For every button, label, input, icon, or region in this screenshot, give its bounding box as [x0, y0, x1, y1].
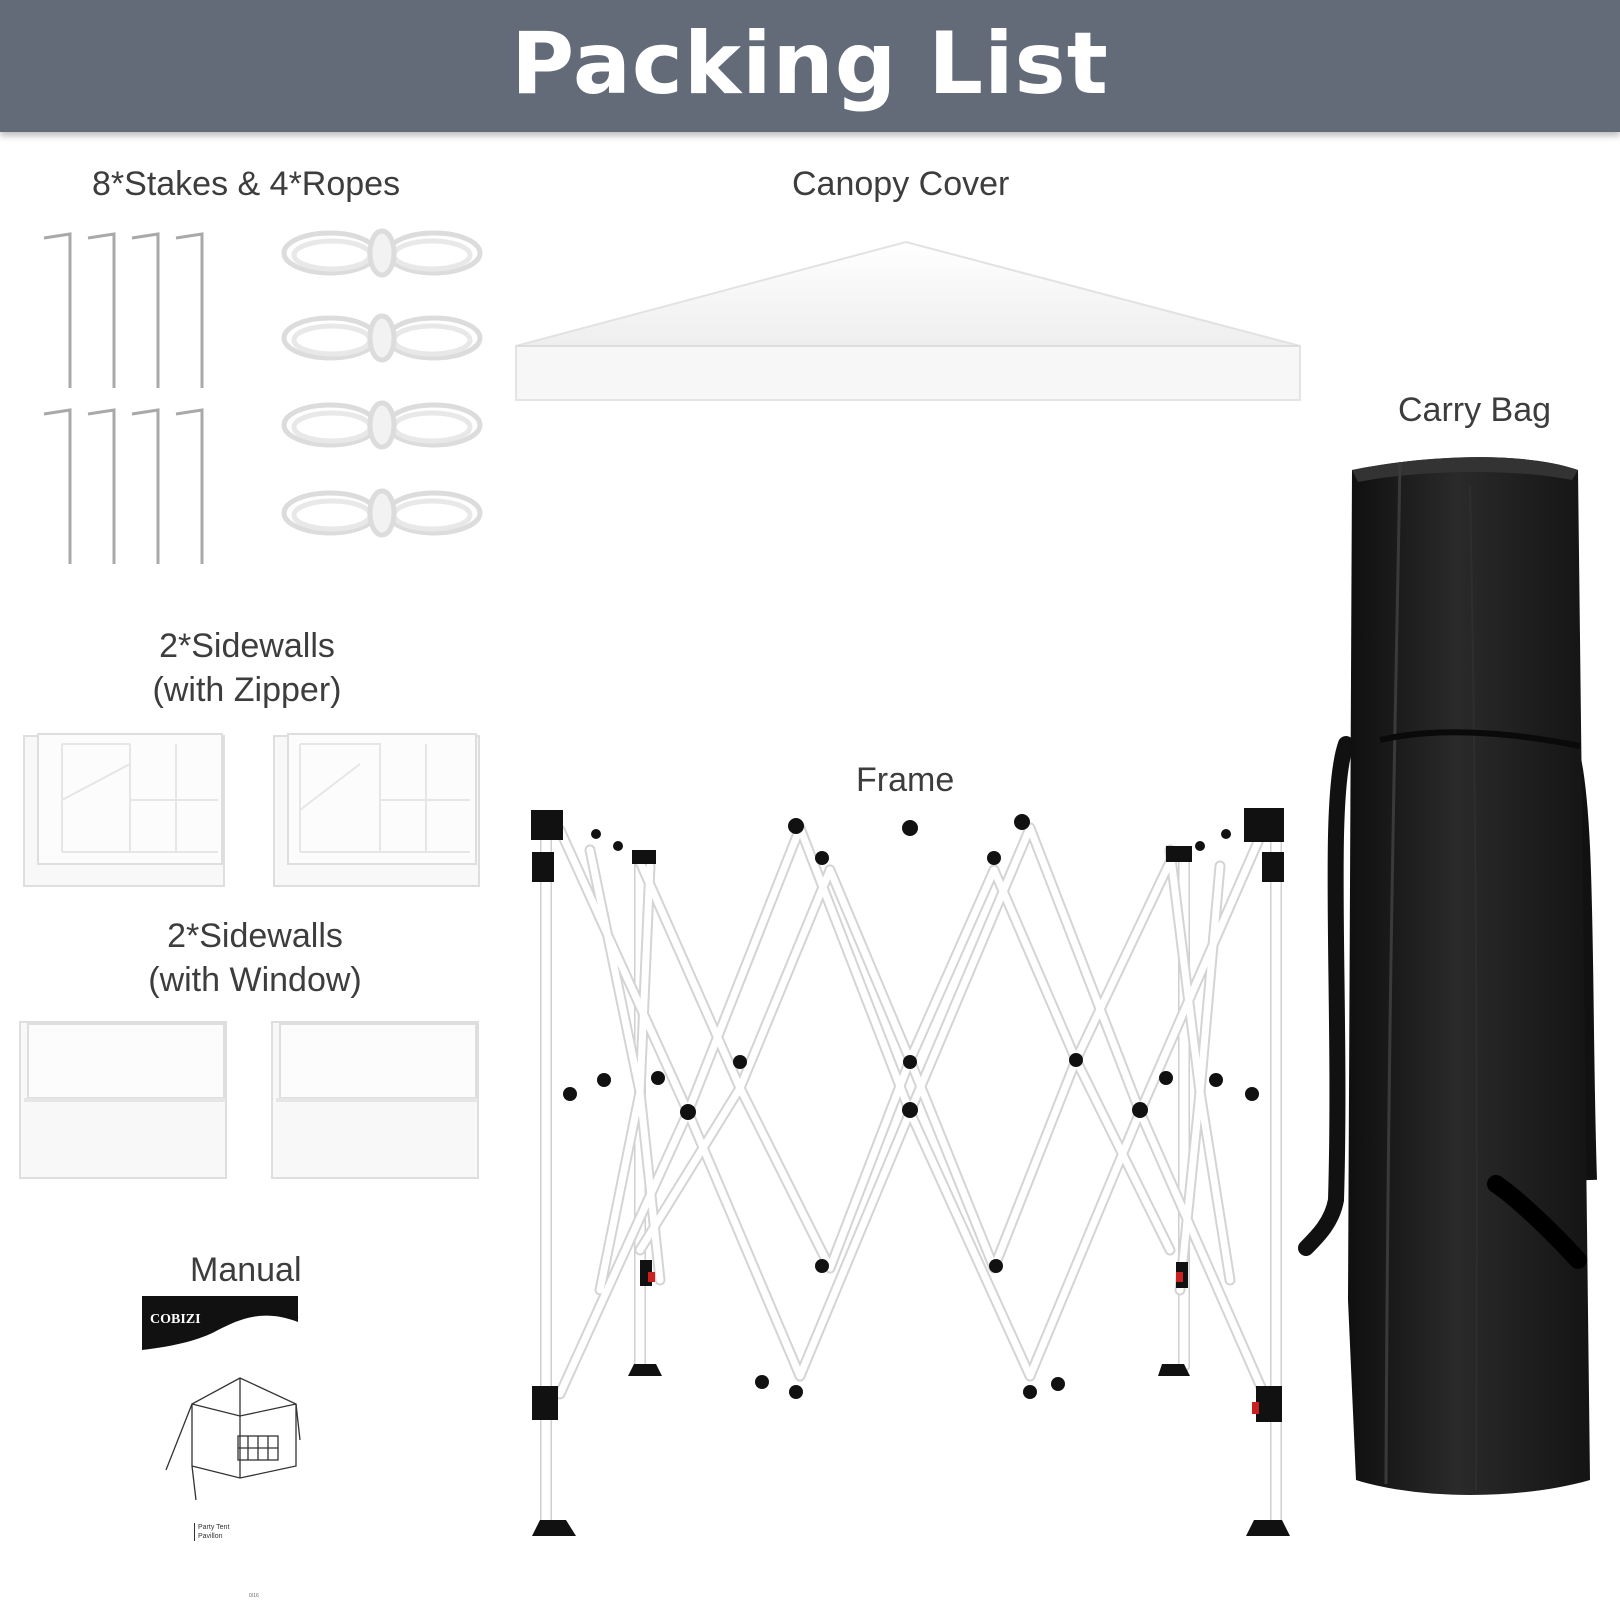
label-sidewalls-window-line1: 2*Sidewalls — [167, 917, 343, 955]
manual-image — [142, 1296, 301, 1501]
manual-caption-line1: Party Tent — [198, 1524, 230, 1531]
label-sidewalls-zipper: 2*Sidewalls (with Zipper) — [130, 624, 364, 712]
label-sidewalls-zipper-line2: (with Zipper) — [152, 671, 342, 709]
manual-page-number: 0/16 — [249, 1593, 259, 1599]
stakes-image — [43, 232, 204, 564]
label-sidewalls-window-line2: (with Window) — [148, 961, 362, 999]
ropes-image — [281, 228, 483, 538]
frame-image — [531, 808, 1290, 1536]
manual-caption: Party Tent Pavillon — [194, 1523, 258, 1541]
label-frame: Frame — [856, 761, 955, 799]
manual-caption-line2: Pavillon — [198, 1533, 223, 1540]
header-banner: Packing List — [0, 0, 1620, 132]
sidewalls-zipper-image — [23, 733, 480, 887]
sidewalls-window-image — [19, 1021, 479, 1179]
label-canopy-cover: Canopy Cover — [792, 165, 1010, 203]
page-title: Packing List — [511, 14, 1109, 114]
label-sidewalls-window: 2*Sidewalls (with Window) — [130, 914, 380, 1002]
manual-brand: COBIZI — [150, 1312, 201, 1327]
canopy-cover-image — [515, 240, 1301, 401]
label-carry-bag: Carry Bag — [1398, 391, 1552, 429]
label-sidewalls-zipper-line1: 2*Sidewalls — [159, 627, 335, 665]
label-stakes-ropes: 8*Stakes & 4*Ropes — [92, 165, 401, 203]
label-manual: Manual — [190, 1251, 302, 1289]
carry-bag-image — [1298, 457, 1597, 1495]
